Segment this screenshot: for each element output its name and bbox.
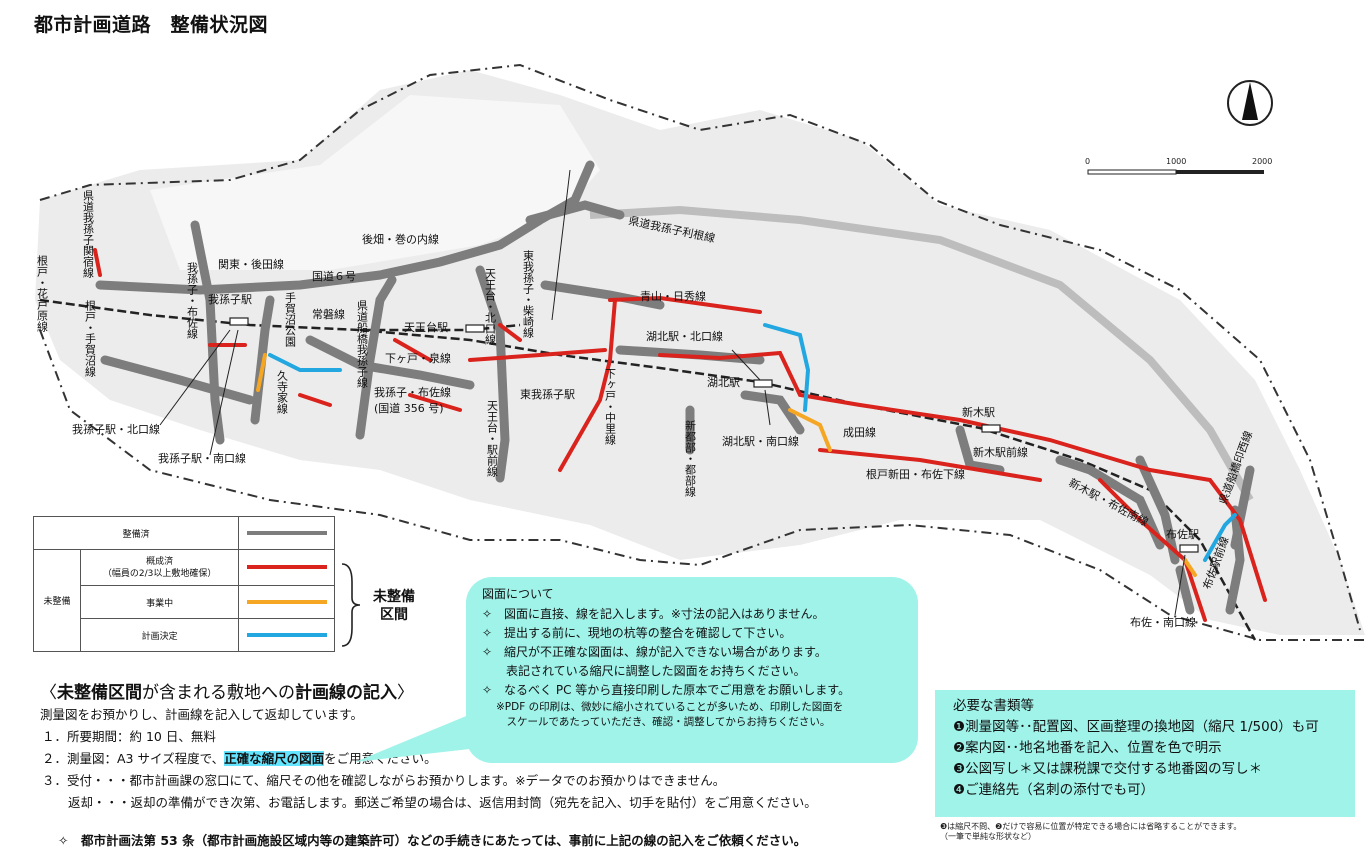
- legend-mi-seibi: 未整備: [33, 549, 81, 652]
- bubble-item-3b: 表記されている縮尺に調整した図面をお持ちください。: [482, 664, 806, 678]
- legend-brace: [341, 563, 361, 647]
- scale-bar: 0 1000 2000: [1085, 157, 1272, 175]
- label-kohoku-kitaguchi: 湖北駅・北口線: [646, 329, 723, 343]
- roads-done: [95, 160, 1255, 615]
- label-kendo-abiko-sekiyado: 県道我孫子関宿線: [82, 190, 95, 278]
- required-docs-box: 必要な書類等 ❶測量図等･･配置図、区画整理の換地図（縮尺 1/500）も可 ❷…: [935, 690, 1355, 817]
- drawing-notes-bubble: 図面について ✧ 図面に直接、線を記入します。※寸法の記入はありません。 ✧ 提…: [466, 577, 918, 763]
- legend-outline-sub: （幅員の2/3以上敷地確保）: [102, 568, 217, 579]
- legend-progress-label: 事業中: [79, 585, 240, 619]
- label-kanto-gotoda: 関東・後田線: [218, 257, 284, 271]
- label-higashiabiko-sta: 東我孫子駅: [520, 388, 575, 401]
- bubble-item-5b: スケールであたっていただき、確認・調整してからお持ちください。: [496, 716, 831, 728]
- label-kokudo6: 国道６号: [312, 269, 356, 283]
- legend-table: 整備済 未整備 概成済 （幅員の2/3以上敷地確保） 事業中 計画決定: [32, 516, 335, 652]
- legend-outline-label: 概成済: [146, 556, 174, 567]
- label-abiko-fusa356-2: (国道 356 号): [374, 401, 444, 415]
- label-fusa-sta: 布佐駅: [1166, 527, 1199, 541]
- label-kohoku-sta: 湖北駅: [707, 376, 740, 389]
- legend-progress-swatch: [246, 599, 327, 604]
- label-kohoku-minamiguchi: 湖北駅・南口線: [722, 434, 799, 448]
- docs-item-3: ❸公図写し＊又は課税課で交付する地番図の写し＊: [953, 761, 1263, 777]
- bubble-item-1: ✧ 図面に直接、線を記入します。※寸法の記入はありません。: [482, 607, 825, 621]
- roads-planned: [268, 323, 1237, 562]
- bubble-item-4: ✧ なるべく PC 等から直接印刷した原本でご用意をお願いします。: [482, 683, 851, 697]
- brace-label: 未整備 区間: [373, 589, 415, 623]
- notes-intro: 測量図をお預かりし、計画線を記入して返却しています。: [40, 707, 364, 722]
- label-aoyama-hideo: 青山・日秀線: [640, 289, 706, 303]
- label-tennodai-ekimae: 天王台・駅前線: [486, 400, 499, 477]
- label-abiko-kitaguchi: 我孫子駅・北口線: [72, 422, 160, 436]
- legend-planned-label: 計画決定: [79, 618, 240, 652]
- leader-lines: [159, 169, 1186, 616]
- bubble-item-5: ※PDF の印刷は、微妙に縮小されていることが多いため、印刷した図面を: [496, 701, 844, 713]
- joban-railway: [39, 298, 521, 332]
- narita-railway: [359, 328, 1257, 641]
- bubble-item-2: ✧ 提出する前に、現地の杭等の整合を確認して下さい。: [482, 626, 792, 640]
- docs-item-2: ❷案内図･･地名地番を記入、位置を色で明示: [953, 740, 1222, 756]
- bubble-item-3: ✧ 縮尺が不正確な図面は、線が記入できない場合があります。: [482, 645, 827, 659]
- docs-item-1: ❶測量図等･･配置図、区画整理の換地図（縮尺 1/500）も可: [953, 719, 1319, 735]
- legend-planned-swatch: [246, 632, 327, 637]
- label-shintobu: 新都部・都部線: [684, 419, 697, 497]
- roads-progress: [256, 353, 1197, 577]
- notes-heading: 〈未整備区間が含まれる敷地への計画線の記入〉: [40, 683, 414, 703]
- label-abiko-fusa: 我孫子・布佐線: [186, 262, 199, 339]
- legend-outline-swatch: [246, 565, 327, 569]
- label-gobata: 後畑・巻の内線: [362, 232, 439, 246]
- north-marsh: [150, 95, 600, 270]
- notes-item-1: １．所要期間：約 10 日、無料: [42, 729, 216, 744]
- page-title: 都市計画道路 整備状況図: [34, 14, 269, 36]
- label-higashiabiko-shibasaki: 東我孫子・柴崎線: [522, 250, 535, 338]
- roads-outline: [93, 248, 1267, 622]
- label-nedo-hanatohara: 根戸・花戸原線: [36, 254, 49, 332]
- label-abiko-sta: 我孫子駅: [208, 293, 252, 306]
- label-shimogado-nakaya: 下ヶ戸・中里線: [604, 368, 617, 445]
- label-shimogado-izumi: 下ヶ戸・泉線: [385, 351, 451, 365]
- label-kujiike: 久寺家線: [276, 370, 289, 414]
- label-abiko-fusa356-1: 我孫子・布佐線: [374, 385, 451, 399]
- notes-item-3b: 返却・・・返却の準備ができ次第、お電話します。郵送ご希望の場合は、返信用封筒（宛…: [68, 795, 817, 810]
- scale-tick-0: 0: [1085, 157, 1090, 166]
- label-araki-ekimae: 新木駅前線: [973, 445, 1028, 459]
- label-araki-sta: 新木駅: [962, 405, 995, 419]
- label-nedoshinden-fusashimo: 根戸新田・布佐下線: [866, 467, 965, 481]
- scale-tick-2000: 2000: [1252, 157, 1272, 166]
- south-boundary: [39, 329, 1365, 641]
- label-narita: 成田線: [843, 425, 876, 439]
- label-jobansen: 常磐線: [312, 307, 345, 321]
- tone-river: [589, 205, 1254, 502]
- label-abiko-minamiguchi: 我孫子駅・南口線: [158, 451, 246, 465]
- legend-done-swatch: [246, 530, 327, 535]
- north-arrow-icon: [1227, 80, 1273, 126]
- label-fusa-minamiguchi: 布佐・南口線: [1130, 615, 1196, 629]
- docs-title: 必要な書類等: [953, 698, 1034, 714]
- label-tennodai-kitaguchi: 天王台・北口線: [484, 268, 497, 345]
- notes-item-3a: ３．受付・・・都市計画課の窓口にて、縮尺その他を確認しながらお預かりします。※デ…: [42, 773, 726, 788]
- label-kendo-funabashi-abiko: 県道船橋我孫子線: [356, 300, 369, 388]
- docs-footnote: ❸は縮尺不問、❷だけで容易に位置が特定できる場合には省略することができます。 （…: [940, 822, 1242, 841]
- legend-done-label: 整備済: [32, 516, 240, 550]
- footer-note: ✧ 都市計画法第 53 条（都市計画施設区域内等の建築許可）などの手続きにあたっ…: [58, 833, 807, 848]
- docs-item-4: ❹ご連絡先（名刺の添付でも可）: [953, 782, 1155, 798]
- stations: [229, 317, 1199, 553]
- label-tegamuma-koen: 手賀沼公園: [284, 291, 297, 348]
- scale-tick-1000: 1000: [1166, 157, 1186, 166]
- label-nedo-tegamuma: 根戸・手賀沼線: [84, 299, 97, 377]
- label-tennodai-sta: 天王台駅: [404, 320, 448, 334]
- city-boundary: [39, 63, 1361, 631]
- bubble-title: 図面について: [482, 587, 554, 601]
